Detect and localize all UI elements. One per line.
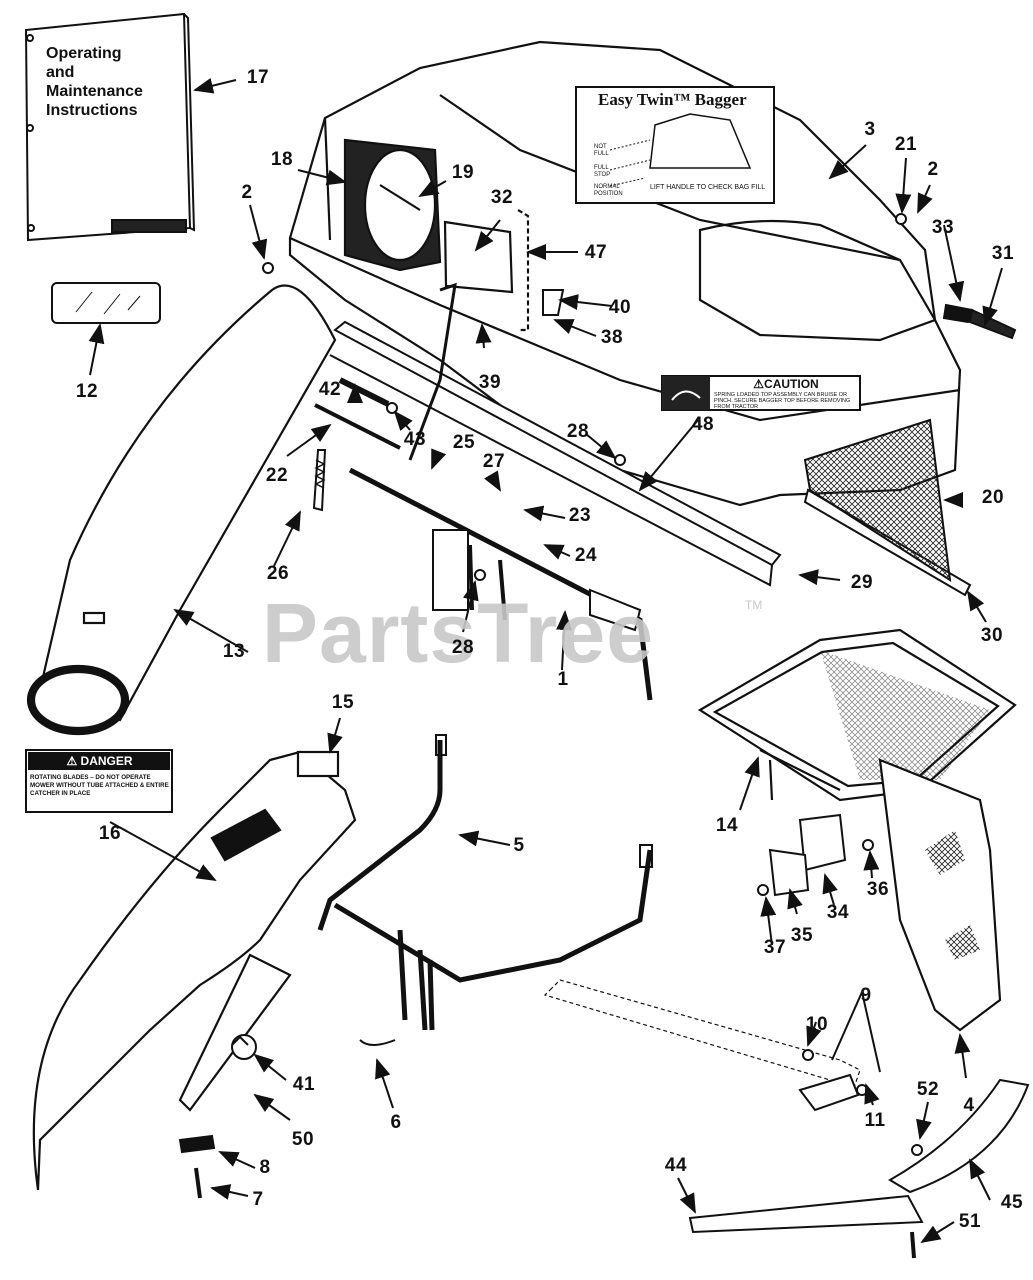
callout-1: 1 [557, 669, 569, 690]
callout-12: 12 [75, 381, 99, 402]
watermark: PartsTree [262, 586, 654, 680]
callout-18: 18 [270, 149, 294, 170]
grass-bag [697, 628, 1017, 1032]
danger-label [25, 749, 173, 813]
callout-9: 9 [860, 985, 872, 1006]
callout-48: 48 [691, 414, 715, 435]
callout-29: 29 [850, 572, 874, 593]
callout-23: 23 [568, 505, 592, 526]
callout-37: 37 [763, 937, 787, 958]
callout-35: 35 [790, 925, 814, 946]
callout-20: 20 [981, 487, 1005, 508]
callout-40: 40 [608, 297, 632, 318]
caution-label [661, 375, 861, 411]
callout-7: 7 [252, 1189, 264, 1210]
side-deflectors [688, 1073, 1030, 1234]
discharge-tube [26, 284, 337, 736]
callout-17: 17 [246, 67, 270, 88]
callout-22: 22 [265, 465, 289, 486]
callout-25: 25 [452, 432, 476, 453]
callout-30: 30 [980, 625, 1004, 646]
callout-10: 10 [805, 1014, 829, 1035]
bagger-instruction: LIFT HANDLE TO CHECK BAG FILL [650, 184, 766, 191]
caution-heading: ⚠CAUTION [753, 377, 819, 391]
callout-6: 6 [390, 1112, 402, 1133]
callout-27: 27 [482, 451, 506, 472]
manual-title-line: and [46, 64, 75, 81]
manual-title-line: Instructions [46, 102, 138, 119]
chute-deflector [32, 750, 357, 1191]
danger-text: ROTATING BLADES – DO NOT OPERATE MOWER W… [30, 774, 169, 797]
callout-28: 28 [451, 637, 475, 658]
callout-2: 2 [927, 159, 939, 180]
callout-14: 14 [715, 815, 739, 836]
callout-50: 50 [291, 1129, 315, 1150]
callout-16: 16 [98, 823, 122, 844]
bagger-note-full-stop: FULL STOP [594, 165, 611, 178]
callout-4: 4 [963, 1095, 975, 1116]
bagger-note-normal: NORMAL POSITION [594, 184, 623, 197]
callout-38: 38 [600, 327, 624, 348]
callout-43: 43 [403, 429, 427, 450]
callout-45: 45 [1000, 1192, 1024, 1213]
callout-21: 21 [894, 134, 918, 155]
mounting-frame [317, 734, 653, 1031]
mower-blade-outline [543, 979, 861, 1086]
callout-19: 19 [451, 162, 475, 183]
manual-title-line: Operating [46, 45, 122, 62]
hinge-bracket-assembly [312, 282, 972, 701]
bagger-note-not-full: NOT FULL [594, 144, 609, 157]
watermark-tm: TM [745, 598, 763, 612]
callout-24: 24 [574, 545, 598, 566]
callout-3: 3 [864, 119, 876, 140]
callout-2: 2 [241, 182, 253, 203]
callout-33: 33 [931, 217, 955, 238]
danger-heading: ⚠ DANGER [66, 754, 133, 768]
window-decal [51, 282, 161, 324]
callout-41: 41 [292, 1074, 316, 1095]
manual-title: Operating and Maintenance Instructions [46, 44, 143, 120]
operating-manual [24, 12, 196, 242]
callout-11: 11 [864, 1110, 886, 1131]
callout-26: 26 [266, 563, 290, 584]
callout-5: 5 [513, 835, 525, 856]
manual-title-line: Maintenance [46, 83, 143, 100]
callout-51: 51 [958, 1211, 982, 1232]
callout-39: 39 [478, 372, 502, 393]
callout-52: 52 [916, 1079, 940, 1100]
callout-8: 8 [259, 1157, 271, 1178]
bag-bracket [768, 813, 847, 897]
callout-15: 15 [331, 692, 355, 713]
callout-32: 32 [490, 187, 514, 208]
callout-28: 28 [566, 421, 590, 442]
callout-31: 31 [991, 243, 1015, 264]
leader-lines [88, 77, 1003, 1244]
callout-36: 36 [866, 879, 890, 900]
bagger-fill-label [575, 86, 775, 204]
callout-44: 44 [664, 1155, 688, 1176]
callout-42: 42 [318, 379, 342, 400]
callout-47: 47 [584, 242, 608, 263]
callout-34: 34 [826, 902, 850, 923]
bagger-label-title: Easy Twin™ Bagger [598, 90, 747, 109]
caution-text: SPRING LOADED TOP ASSEMBLY CAN BRUISE OR… [714, 392, 851, 410]
callout-13: 13 [222, 641, 246, 662]
